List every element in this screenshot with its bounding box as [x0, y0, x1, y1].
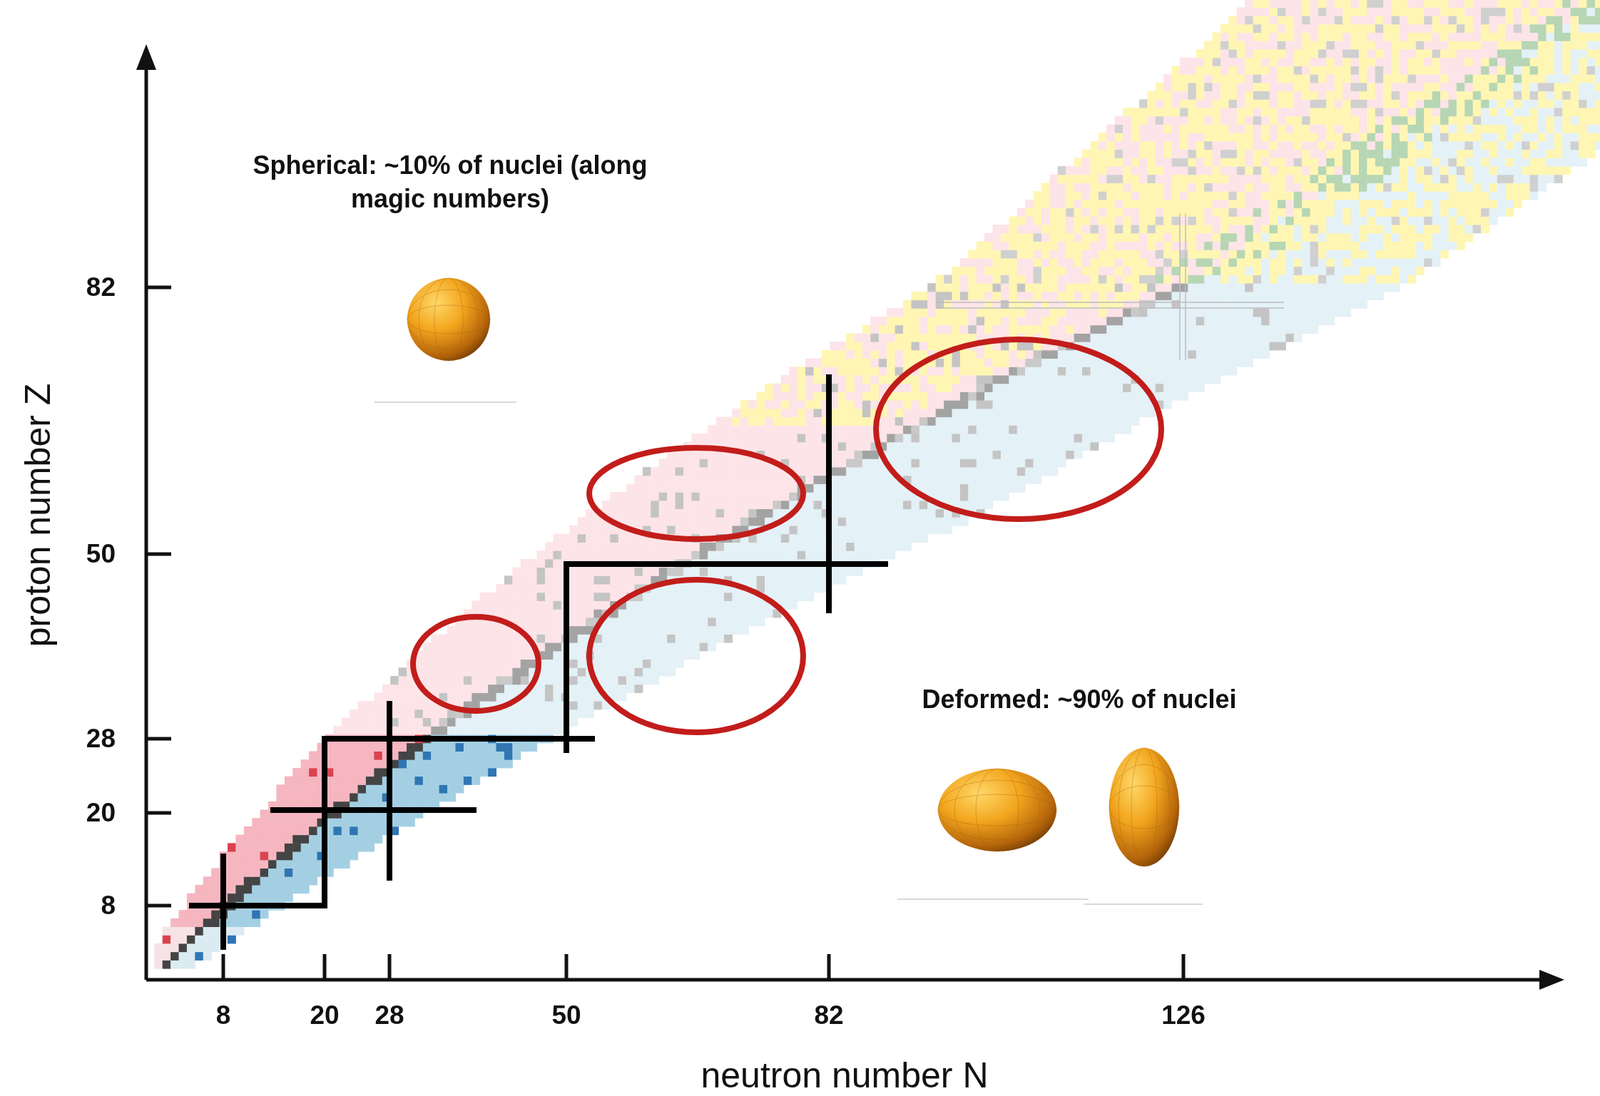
magic-lines — [189, 374, 889, 951]
axis-arrowhead — [1539, 970, 1565, 991]
tick-label: 82 — [813, 998, 844, 1033]
region-note: Deformed: ~90% of nuclei — [921, 683, 1237, 717]
tick-label: 50 — [86, 537, 116, 572]
tick-label: 8 — [216, 998, 232, 1033]
shadow-line — [374, 401, 517, 404]
oblate-nucleus — [938, 768, 1057, 852]
spherical-nucleus — [407, 278, 491, 361]
axis-title: neutron number N — [700, 1052, 988, 1096]
tick-label: 50 — [551, 998, 581, 1033]
tick-label: 8 — [100, 888, 116, 924]
tick-label: 28 — [86, 721, 116, 757]
mesh-lines — [407, 278, 1180, 867]
tick-label: 20 — [86, 796, 116, 831]
axes — [146, 64, 1548, 981]
deformed-region — [413, 339, 1162, 733]
shadow-line — [1084, 903, 1203, 906]
prolate-nucleus — [1109, 748, 1180, 867]
faint-guides — [936, 213, 1284, 361]
axis-arrowhead — [136, 44, 157, 70]
axis-title: proton number Z — [15, 383, 63, 647]
region-note: Spherical: ~10% of nuclei (along magic n… — [236, 149, 665, 217]
shadow-line — [897, 898, 1089, 901]
tick-label: 20 — [309, 998, 339, 1033]
tick-label: 28 — [374, 998, 404, 1033]
tick-label: 126 — [1161, 998, 1206, 1033]
tick-label: 82 — [86, 270, 116, 305]
